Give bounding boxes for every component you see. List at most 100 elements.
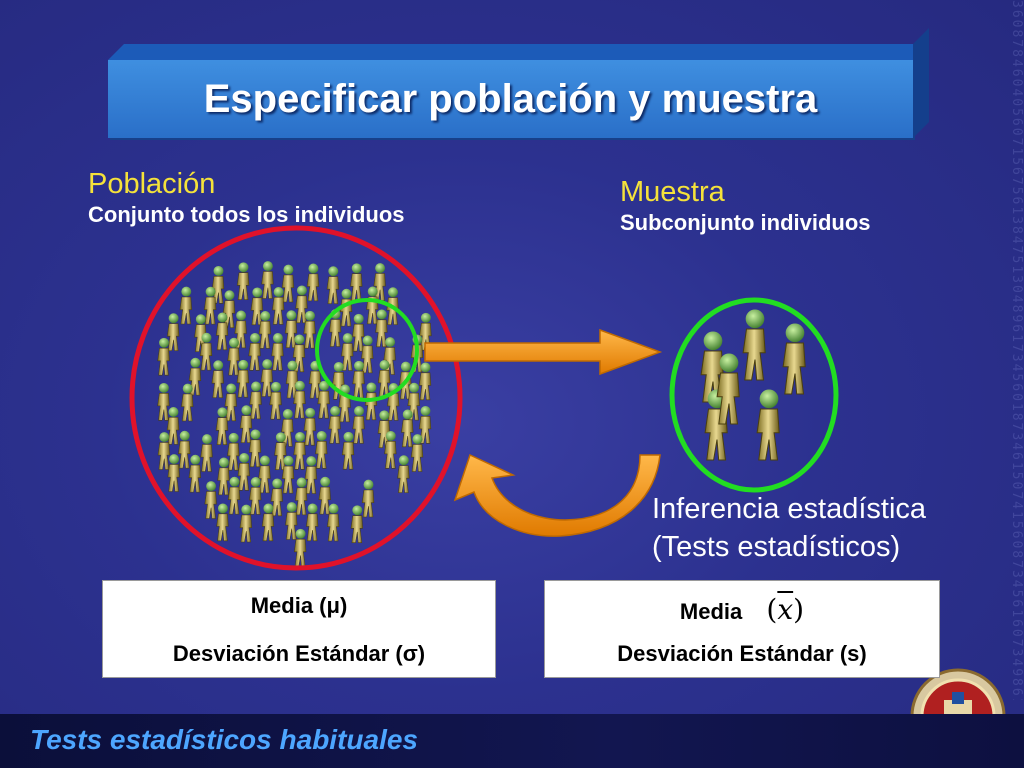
person-figure-icon bbox=[782, 322, 806, 395]
person-figure-icon bbox=[204, 480, 217, 519]
person-figure-icon bbox=[327, 503, 340, 542]
person-figure-icon bbox=[258, 310, 271, 349]
person-figure-icon bbox=[306, 263, 320, 302]
population-circle bbox=[129, 225, 463, 571]
person-figure-icon bbox=[222, 289, 236, 328]
inference-line-1: Inferencia estadística bbox=[652, 493, 927, 525]
person-figure-icon bbox=[352, 360, 365, 399]
person-figure-icon bbox=[418, 362, 432, 401]
person-figure-icon bbox=[227, 476, 241, 515]
population-mean: Media (μ) bbox=[250, 593, 348, 618]
person-figure-icon bbox=[216, 503, 229, 542]
sampling-arrow bbox=[424, 328, 663, 376]
person-figure-icon bbox=[304, 455, 317, 494]
population-description: Conjunto todos los individuos bbox=[88, 202, 405, 227]
person-figure-icon bbox=[352, 405, 365, 444]
inference-arrow bbox=[453, 453, 661, 537]
person-figure-icon bbox=[157, 382, 170, 421]
person-figure-icon bbox=[239, 404, 253, 443]
person-figure-icon bbox=[239, 504, 252, 543]
person-figure-icon bbox=[303, 407, 316, 446]
person-figure-icon bbox=[274, 432, 287, 470]
person-figure-icon bbox=[217, 457, 230, 496]
person-figure-icon bbox=[350, 505, 363, 543]
sample-std: Desviación Estándar (s) bbox=[617, 641, 867, 666]
sample-label: Muestra bbox=[620, 176, 725, 208]
title-banner: Especificar población y muestra bbox=[108, 28, 929, 138]
person-figure-icon bbox=[224, 383, 237, 422]
person-figure-icon bbox=[361, 479, 375, 518]
person-figure-icon bbox=[272, 286, 285, 325]
person-figure-icon bbox=[227, 337, 240, 376]
sample-people bbox=[700, 308, 806, 461]
person-figure-icon bbox=[204, 286, 217, 325]
person-figure-icon bbox=[188, 454, 201, 493]
person-figure-icon bbox=[295, 477, 308, 516]
person-figure-icon bbox=[237, 452, 250, 491]
person-figure-icon bbox=[200, 433, 213, 472]
population-stats-box: Media (μ) Desviación Estándar (σ) bbox=[102, 580, 496, 678]
person-figure-icon bbox=[269, 381, 282, 420]
person-figure-icon bbox=[366, 286, 379, 325]
person-figure-icon bbox=[716, 352, 740, 425]
person-figure-icon bbox=[384, 430, 397, 469]
person-figure-icon bbox=[236, 262, 250, 300]
person-figure-icon bbox=[157, 337, 170, 376]
slide-title: Especificar población y muestra bbox=[203, 76, 818, 121]
person-figure-icon bbox=[315, 430, 328, 469]
person-figure-icon bbox=[157, 431, 170, 470]
person-figure-icon bbox=[293, 431, 306, 470]
person-figure-icon bbox=[397, 454, 410, 493]
person-figure-icon bbox=[215, 312, 229, 351]
person-figure-icon bbox=[281, 264, 295, 303]
person-figure-icon bbox=[236, 359, 249, 398]
inference-line-2: (Tests estadísticos) bbox=[652, 531, 901, 563]
person-figure-icon bbox=[178, 430, 191, 469]
sample-mean: Media bbox=[679, 599, 743, 624]
person-figure-icon bbox=[249, 381, 262, 420]
person-figure-icon bbox=[281, 455, 295, 494]
person-figure-icon bbox=[261, 503, 275, 542]
person-figure-icon bbox=[166, 406, 180, 445]
person-figure-icon bbox=[350, 263, 363, 301]
person-figure-icon bbox=[328, 405, 341, 444]
person-figure-icon bbox=[179, 286, 192, 325]
person-figure-icon bbox=[306, 503, 319, 542]
person-figure-icon bbox=[250, 287, 263, 326]
person-figure-icon bbox=[341, 431, 355, 470]
person-figure-icon bbox=[248, 429, 262, 468]
person-figure-icon bbox=[215, 407, 229, 445]
person-figure-icon bbox=[377, 359, 391, 398]
background-digits-decoration: 3608784604056071567561384751304896173456… bbox=[1009, 0, 1024, 700]
sample-mean-symbol: (x) bbox=[766, 593, 805, 626]
sample-mean-row: Media (x) bbox=[545, 593, 939, 626]
population-sample-highlight-circle bbox=[315, 298, 419, 402]
person-figure-icon bbox=[326, 265, 339, 304]
person-figure-icon bbox=[181, 383, 194, 422]
person-figure-icon bbox=[211, 359, 224, 398]
person-figure-icon bbox=[248, 332, 261, 371]
sample-circle bbox=[669, 297, 839, 493]
sample-stats-box: Media (x) Desviación Estándar (s) bbox=[544, 580, 940, 678]
person-figure-icon bbox=[401, 409, 414, 448]
person-figure-icon bbox=[742, 308, 766, 381]
person-figure-icon bbox=[294, 528, 307, 567]
inference-label: Inferencia estadística (Tests estadístic… bbox=[652, 490, 926, 566]
person-figure-icon bbox=[167, 453, 180, 492]
person-figure-icon bbox=[352, 313, 365, 352]
person-figure-icon bbox=[317, 380, 330, 419]
person-figure-icon bbox=[167, 312, 180, 351]
footer-title: Tests estadísticos habituales bbox=[30, 724, 418, 755]
sample-description: Subconjunto individuos bbox=[620, 210, 871, 235]
person-figure-icon bbox=[410, 433, 424, 472]
person-figure-icon bbox=[271, 332, 284, 371]
person-figure-icon bbox=[261, 260, 274, 299]
person-figure-icon bbox=[303, 310, 316, 349]
person-figure-icon bbox=[227, 432, 240, 471]
person-figure-icon bbox=[756, 388, 780, 461]
population-label: Población bbox=[88, 168, 216, 200]
person-figure-icon bbox=[293, 380, 306, 419]
population-std: Desviación Estándar (σ) bbox=[172, 641, 426, 666]
person-figure-icon bbox=[284, 309, 298, 348]
person-figure-icon bbox=[199, 332, 213, 371]
